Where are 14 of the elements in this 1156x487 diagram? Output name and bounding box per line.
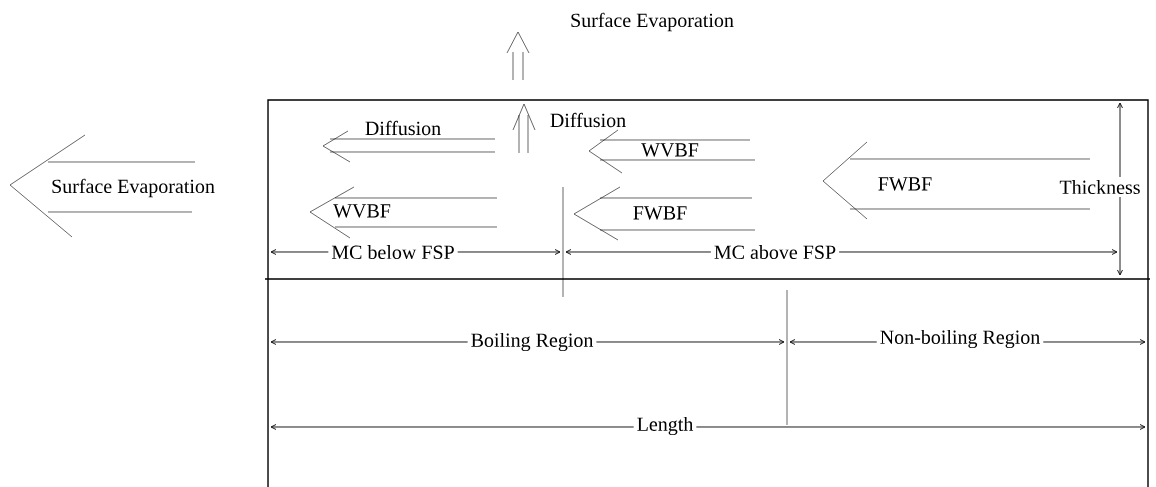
- flow-label: Diffusion: [550, 112, 626, 128]
- dimension-label: MC below FSP: [328, 241, 458, 263]
- dimension-label: Boiling Region: [467, 329, 597, 355]
- dimension-label: MC above FSP: [710, 241, 840, 263]
- flow-label: WVBF: [641, 143, 699, 157]
- flow-label: FWBF: [633, 206, 687, 220]
- flow-label: FWBF: [878, 177, 932, 191]
- dimension-label: Non-boiling Region: [876, 326, 1044, 352]
- flow-label: Diffusion: [365, 120, 441, 136]
- flow-label: Surface Evaporation: [52, 178, 215, 198]
- flow-label: WVBF: [333, 204, 391, 218]
- flow-label: Surface Evaporation: [571, 12, 734, 32]
- dimension-label: Thickness: [1056, 176, 1144, 198]
- dimension-label: Length: [633, 413, 697, 439]
